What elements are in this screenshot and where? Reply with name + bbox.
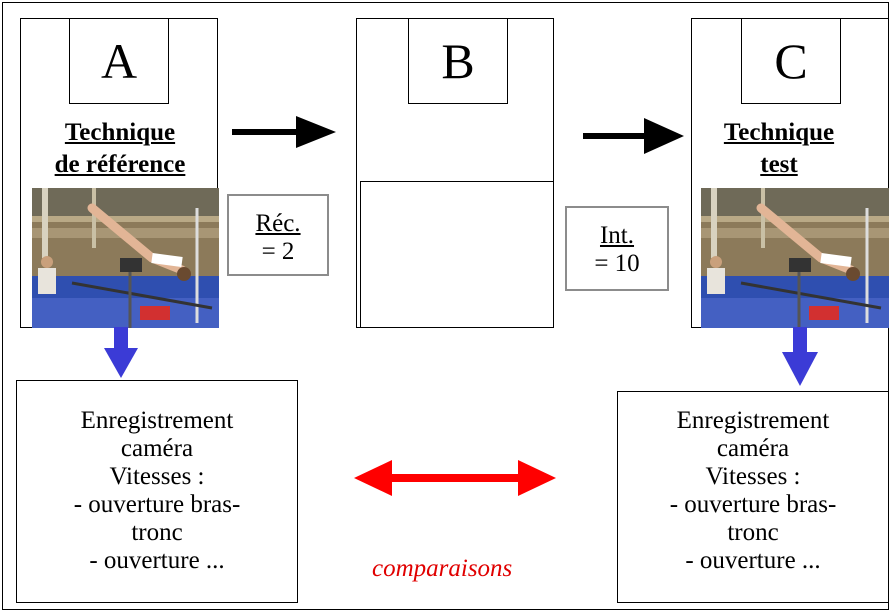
recording-line: - ouverture bras-: [73, 491, 241, 518]
recording-line: Enregistrement: [80, 407, 234, 434]
ratio-box-rec: Réc. = 2: [227, 194, 329, 276]
flow-arrow-b-to-c: [583, 118, 684, 154]
recording-line: Enregistrement: [676, 407, 830, 434]
recording-box-right: Enregistrement caméra Vitesses : - ouver…: [617, 391, 889, 603]
recording-line: Vitesses :: [109, 463, 205, 490]
comparison-label: comparaisons: [372, 555, 513, 582]
ratio-int-label: Int.: [599, 222, 635, 249]
recording-line: tronc: [727, 519, 779, 546]
recording-line: caméra: [120, 435, 194, 462]
down-arrow-left: [104, 327, 138, 378]
panel-a-letter: A: [69, 18, 169, 104]
panel-b-inner-box: [360, 181, 554, 328]
recording-line: - ouverture ...: [89, 547, 225, 574]
panel-a-heading: Technique de référence: [54, 119, 186, 178]
ratio-int-value: = 10: [594, 250, 640, 277]
ratio-box-int: Int. = 10: [565, 206, 669, 291]
panel-c-letter: C: [741, 18, 841, 104]
panel-c-heading: Technique test: [723, 119, 835, 178]
ratio-rec-label: Réc.: [255, 210, 301, 237]
comparison-double-arrow: [354, 460, 556, 496]
flow-arrow-a-to-b: [232, 116, 336, 148]
recording-line: tronc: [131, 519, 183, 546]
recording-box-left: Enregistrement caméra Vitesses : - ouver…: [16, 380, 298, 603]
down-arrow-right: [782, 327, 818, 386]
recording-line: Vitesses :: [705, 463, 801, 490]
recording-line: - ouverture bras-: [669, 491, 837, 518]
panel-b-letter: B: [408, 18, 508, 104]
recording-line: caméra: [716, 435, 790, 462]
gymnast-photo-a: [32, 188, 219, 328]
recording-line: - ouverture ...: [685, 547, 821, 574]
gymnast-photo-c: [701, 188, 889, 328]
ratio-rec-value: = 2: [261, 238, 295, 265]
